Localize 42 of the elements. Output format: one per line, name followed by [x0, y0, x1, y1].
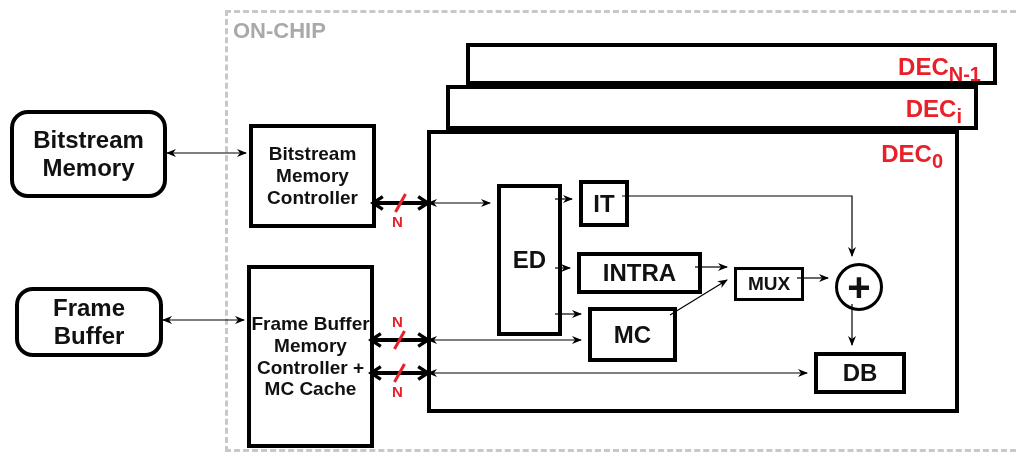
arrow [848, 303, 856, 346]
controller-box [247, 265, 374, 448]
block-label: Bitstream Memory [32, 126, 145, 182]
block-label: Frame Buffer [51, 294, 126, 350]
block-label: MC [613, 320, 652, 349]
arrow [669, 279, 728, 316]
bus-width-label: N [392, 383, 403, 400]
block-label: MUX [747, 273, 791, 295]
bus-width-label: N [392, 213, 403, 230]
controller-box [249, 124, 376, 228]
plus-sign: + [847, 267, 871, 307]
block-label: DB [842, 359, 878, 387]
decoder-title: DEC$_{i}$ [905, 97, 962, 126]
decoder-frame [427, 130, 959, 413]
arrow [554, 195, 573, 203]
module-box [579, 180, 629, 227]
block-label: Frame Buffer Memory Controller + MC Cache [251, 312, 370, 401]
on-chip-region [225, 10, 1016, 452]
memory-box [15, 287, 163, 357]
block-label: INTRA [602, 259, 677, 287]
region-title: ON-CHIP [233, 18, 326, 44]
memory-box [10, 110, 167, 198]
arrow [554, 310, 582, 318]
module-box [497, 184, 562, 336]
arrow [554, 264, 571, 272]
block-label: ED [512, 246, 547, 274]
block-label: Bitstream Memory Controller [266, 143, 359, 209]
adder-circle [835, 263, 883, 311]
module-box [588, 307, 677, 362]
arrow [166, 149, 247, 157]
bus-width-label: N [392, 313, 403, 330]
decoder-title: DEC$_{N-1}$ [898, 55, 981, 84]
decoder-frame [466, 43, 997, 85]
arrow [694, 263, 728, 271]
decoder-title: DEC$_{0}$ [881, 142, 943, 171]
multiplexer-box [734, 267, 804, 301]
module-box [814, 352, 906, 394]
arrow [162, 316, 245, 324]
arrow [621, 195, 856, 257]
module-box [577, 252, 702, 294]
block-label: IT [593, 189, 615, 218]
arrow [796, 274, 829, 282]
